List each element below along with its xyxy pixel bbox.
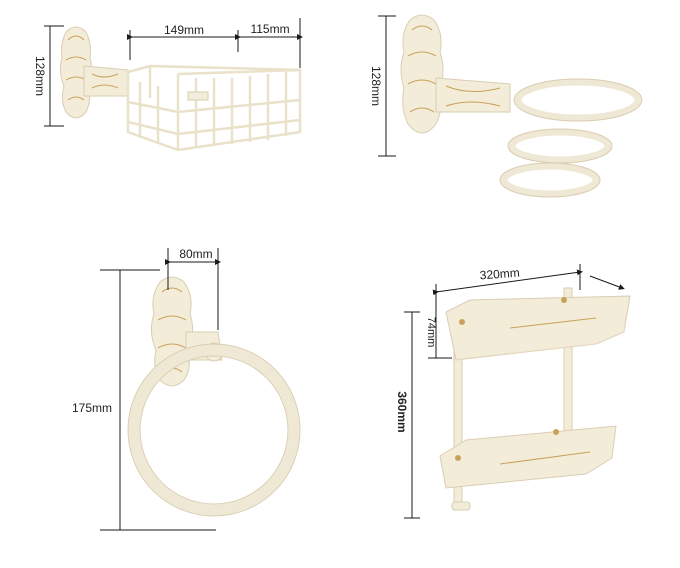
soap-basket-height-label: 128mm [33,56,47,96]
double-shelf-gap-label: 74mm [425,317,437,348]
soap-basket-depth-label: 115mm [250,22,289,36]
towel-ring-height-label: 175mm [72,401,112,415]
towel-ring-panel: 80mm 175mm [72,247,301,531]
double-shelf-panel: 320mm 74mm 360mm [395,264,631,519]
hair-dryer-holder-image [400,14,643,198]
hair-dryer-height-label: 128mm [369,66,383,106]
hair-dryer-holder-panel: 128mm [369,14,643,198]
double-shelf-width-label: 320mm [479,266,520,283]
double-shelf-image [439,287,631,511]
double-shelf-height-label: 360mm [395,391,409,432]
soap-basket-image [59,26,302,152]
soap-basket-width-label: 149mm [164,23,204,37]
double-shelf-width-line [432,269,583,296]
towel-ring-image [127,276,301,517]
soap-basket-panel: 128mm 149mm 115mm [33,18,303,152]
towel-ring-depth-label: 80mm [179,247,212,261]
